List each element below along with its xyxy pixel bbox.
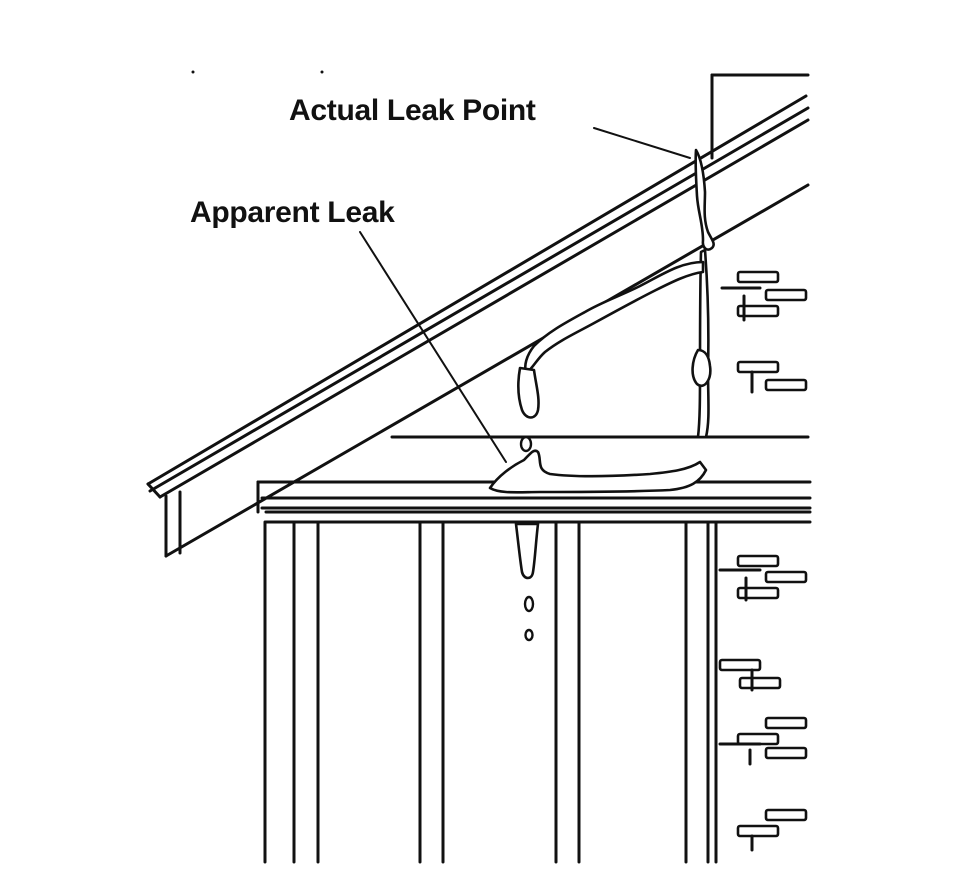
scan-specks bbox=[191, 70, 324, 74]
leader-lines bbox=[359, 127, 691, 463]
chimney-outline bbox=[710, 73, 810, 160]
top-plate bbox=[256, 480, 812, 524]
apparent-leak-label: Apparent Leak bbox=[190, 196, 395, 229]
water-path bbox=[488, 148, 715, 642]
actual-leak-point-label: Actual Leak Point bbox=[289, 94, 536, 127]
brick-pattern bbox=[718, 270, 808, 852]
wall-studs bbox=[263, 520, 718, 864]
apparent-leak-leader bbox=[359, 231, 507, 463]
actual-leak-leader bbox=[593, 127, 691, 159]
